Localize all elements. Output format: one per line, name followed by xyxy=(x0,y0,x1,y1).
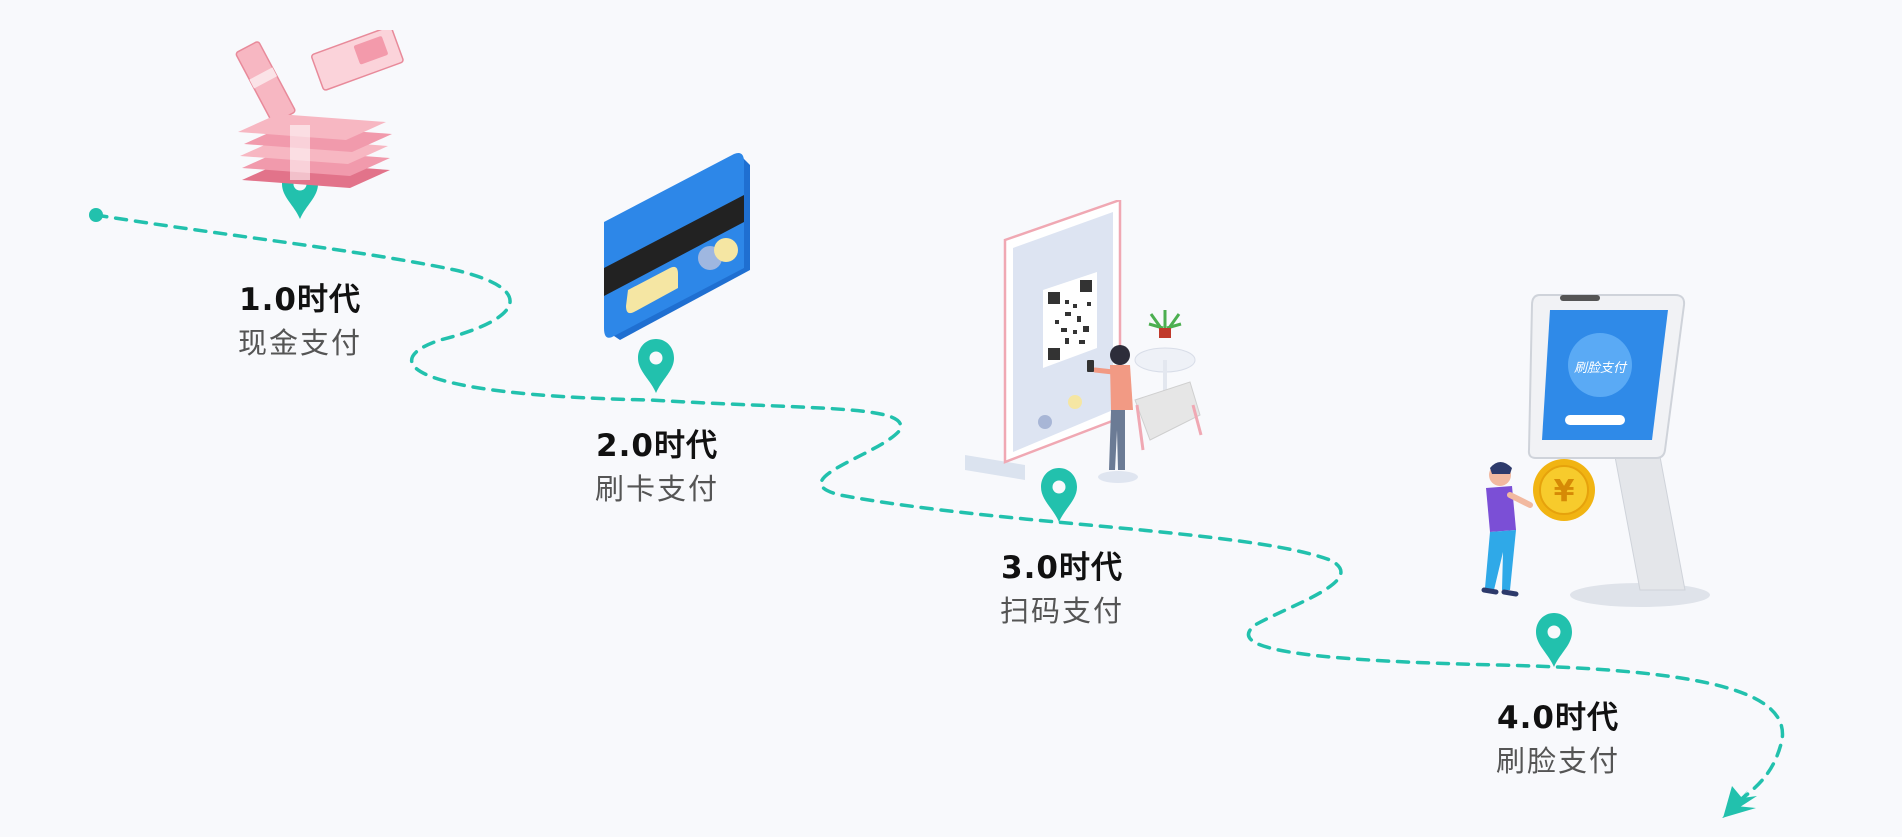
era-label-1: 1.0时代 现金支付 xyxy=(190,278,410,364)
qr-code-stand-icon xyxy=(965,200,1203,483)
era-title: 4.0时代 xyxy=(1497,700,1619,736)
era-subtitle: 刷脸支付 xyxy=(1495,744,1620,778)
era-label-2: 2.0时代 刷卡支付 xyxy=(547,424,767,510)
location-pin-icon xyxy=(1041,468,1077,522)
cash-stack-icon xyxy=(235,30,404,188)
era-label-4: 4.0时代 刷脸支付 xyxy=(1448,696,1668,782)
kiosk-screen-text: 刷脸支付 xyxy=(1574,360,1628,376)
era-title: 2.0时代 xyxy=(596,428,718,464)
timeline-arrow-icon xyxy=(1723,786,1757,818)
location-pin-icon xyxy=(1536,613,1572,667)
timeline-dashed-line xyxy=(94,213,1785,802)
location-pin-icon xyxy=(638,339,674,393)
era-subtitle: 刷卡支付 xyxy=(594,472,719,506)
bank-card-icon xyxy=(604,153,750,340)
coin-yen-icon: ¥ xyxy=(1554,474,1575,509)
era-label-3: 3.0时代 扫码支付 xyxy=(952,546,1172,632)
face-pay-kiosk-icon: 刷脸支付 ¥ xyxy=(1481,294,1710,607)
era-subtitle: 扫码支付 xyxy=(999,594,1124,628)
era-title: 1.0时代 xyxy=(239,282,361,318)
timeline-start-dot xyxy=(89,208,103,222)
qr-code-icon xyxy=(1043,272,1097,368)
era-subtitle: 现金支付 xyxy=(237,326,362,360)
era-title: 3.0时代 xyxy=(1001,550,1123,586)
